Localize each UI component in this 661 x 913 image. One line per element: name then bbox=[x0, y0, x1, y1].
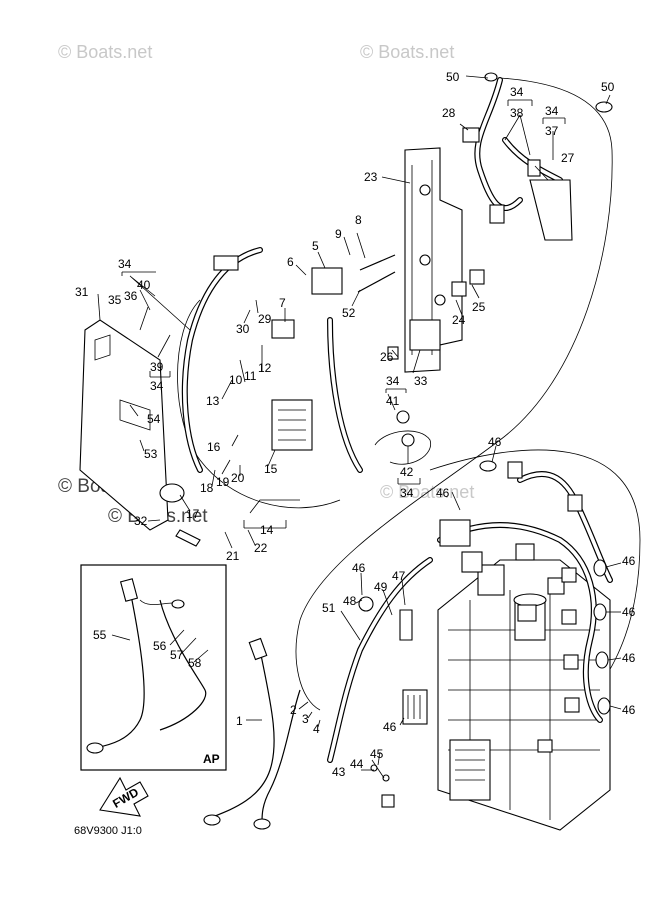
callout-30: 30 bbox=[236, 322, 250, 336]
callout-47: 47 bbox=[392, 569, 406, 583]
callout-33: 33 bbox=[414, 374, 428, 388]
callout-46f: 46 bbox=[622, 651, 636, 665]
inset-label-ap: AP bbox=[203, 752, 220, 766]
watermark-top-right: © Boats.net bbox=[360, 42, 454, 62]
callout-7: 7 bbox=[279, 296, 286, 310]
callout-46e: 46 bbox=[622, 605, 636, 619]
callout-28: 28 bbox=[442, 106, 456, 120]
leader-lines bbox=[97, 75, 622, 779]
callout-55: 55 bbox=[93, 628, 107, 642]
callout-53: 53 bbox=[144, 447, 158, 461]
callout-11: 11 bbox=[244, 369, 257, 383]
callout-24: 24 bbox=[452, 313, 466, 327]
callout-1: 1 bbox=[236, 714, 243, 728]
callout-52: 52 bbox=[342, 306, 356, 320]
callout-15: 15 bbox=[264, 462, 278, 476]
components bbox=[159, 72, 613, 808]
callout-34a: 34 bbox=[510, 85, 524, 99]
callout-20: 20 bbox=[231, 471, 245, 485]
callout-34b: 34 bbox=[545, 104, 559, 118]
callout-27: 27 bbox=[561, 151, 575, 165]
callout-46c: 46 bbox=[352, 561, 366, 575]
callout-34e: 34 bbox=[386, 374, 400, 388]
callout-12: 12 bbox=[258, 361, 272, 375]
watermark-center: © Boats.net bbox=[380, 482, 474, 502]
callout-46d: 46 bbox=[622, 554, 636, 568]
callout-46b: 46 bbox=[436, 486, 450, 500]
callout-22: 22 bbox=[254, 541, 268, 555]
callout-36: 36 bbox=[124, 289, 138, 303]
callout-54: 54 bbox=[147, 412, 161, 426]
callout-29: 29 bbox=[258, 312, 272, 326]
callout-14: 14 bbox=[260, 523, 274, 537]
callout-58: 58 bbox=[188, 656, 202, 670]
callout-51: 51 bbox=[322, 601, 336, 615]
callout-31: 31 bbox=[75, 285, 89, 299]
callout-56: 56 bbox=[153, 639, 167, 653]
drawing-code: 68V9300 J1:0 bbox=[74, 825, 142, 837]
callout-34d: 34 bbox=[150, 379, 164, 393]
callout-8: 8 bbox=[355, 213, 362, 227]
callout-44: 44 bbox=[350, 757, 364, 771]
callout-32: 32 bbox=[134, 514, 148, 528]
fwd-arrow: FWD bbox=[99, 776, 149, 817]
callout-40: 40 bbox=[137, 278, 151, 292]
callout-labels: 50 50 34 38 34 37 28 27 23 8 9 5 6 7 52 … bbox=[74, 70, 636, 837]
callout-16: 16 bbox=[207, 440, 221, 454]
callout-42: 42 bbox=[400, 465, 414, 479]
engine-block bbox=[437, 559, 611, 831]
callout-5: 5 bbox=[312, 239, 319, 253]
callout-35: 35 bbox=[108, 293, 122, 307]
callout-50b: 50 bbox=[601, 80, 615, 94]
callout-9: 9 bbox=[335, 227, 342, 241]
callout-18: 18 bbox=[200, 481, 214, 495]
callout-57: 57 bbox=[170, 648, 184, 662]
callout-50a: 50 bbox=[446, 70, 460, 84]
callout-45: 45 bbox=[370, 747, 384, 761]
callout-23: 23 bbox=[364, 170, 378, 184]
watermark-top-left: © Boats.net bbox=[58, 42, 152, 62]
callout-4: 4 bbox=[313, 722, 320, 736]
callout-3: 3 bbox=[302, 712, 309, 726]
callout-21: 21 bbox=[226, 549, 240, 563]
callout-41: 41 bbox=[386, 394, 400, 408]
callout-49: 49 bbox=[374, 580, 388, 594]
callout-brackets bbox=[121, 99, 566, 529]
callout-37: 37 bbox=[545, 124, 559, 138]
callout-13: 13 bbox=[206, 394, 220, 408]
callout-34c: 34 bbox=[118, 257, 132, 271]
callout-19: 19 bbox=[216, 475, 230, 489]
callout-26: 26 bbox=[380, 350, 394, 364]
callout-46g: 46 bbox=[622, 703, 636, 717]
callout-25: 25 bbox=[472, 300, 486, 314]
callout-39: 39 bbox=[150, 360, 164, 374]
callout-10: 10 bbox=[229, 373, 243, 387]
callout-2: 2 bbox=[290, 703, 297, 717]
callout-46h: 46 bbox=[383, 720, 397, 734]
battery-cable bbox=[203, 637, 301, 830]
callout-43: 43 bbox=[332, 765, 346, 779]
callout-48: 48 bbox=[343, 594, 357, 608]
callout-17: 17 bbox=[186, 507, 200, 521]
callout-38: 38 bbox=[510, 106, 524, 120]
callout-34f: 34 bbox=[400, 486, 414, 500]
callout-46a: 46 bbox=[488, 435, 502, 449]
callout-6: 6 bbox=[287, 255, 294, 269]
inset-ap bbox=[80, 564, 227, 771]
